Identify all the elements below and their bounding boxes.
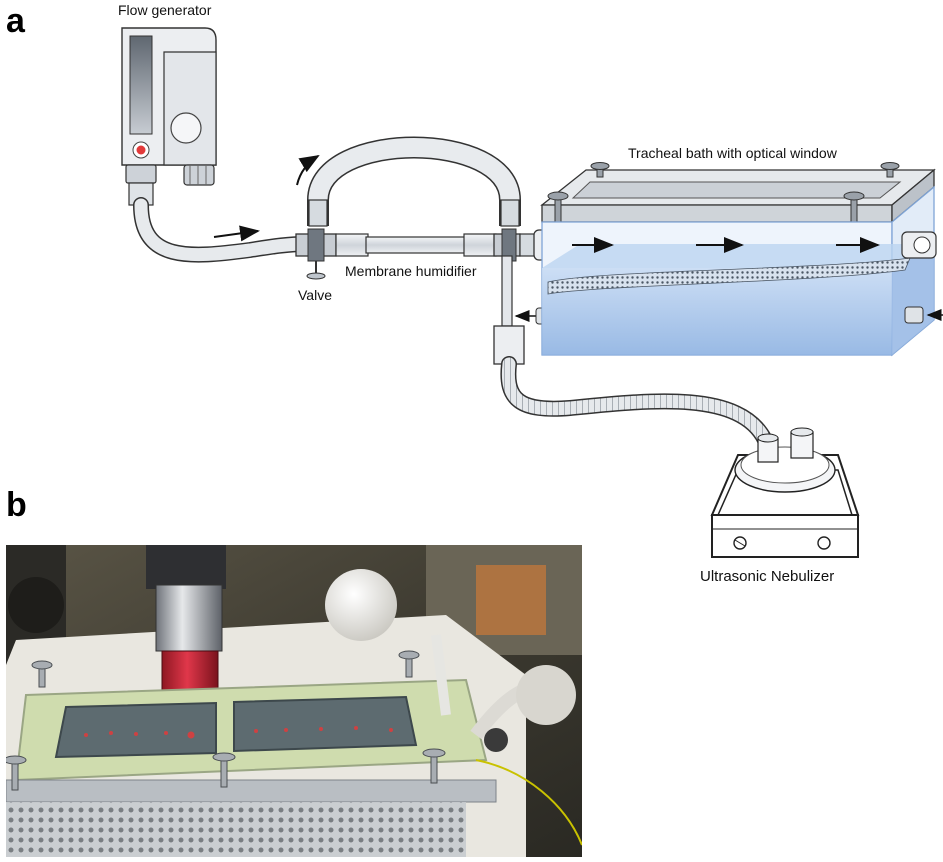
ultrasonic-nebulizer-label: Ultrasonic Nebulizer: [700, 568, 835, 585]
valve-label: Valve: [298, 287, 332, 303]
setup-photograph: [6, 545, 582, 857]
lid-screws: [547, 162, 900, 226]
setup-schematic: [121, 27, 943, 558]
tracheal-bath-label: Tracheal bath with optical window: [628, 145, 837, 161]
bypass-arrow: [296, 154, 320, 186]
tracheal-bath: [540, 162, 943, 357]
panel-letter-a: a: [6, 2, 25, 40]
valve: [295, 228, 337, 280]
membrane-humidifier-label: Membrane humidifier: [345, 263, 477, 279]
ultrasonic-nebulizer: [710, 427, 860, 558]
panel-letter-b: b: [6, 486, 27, 524]
flow-generator: [121, 27, 217, 206]
flow-generator-label: Flow generator: [118, 2, 212, 18]
membrane-humidifier: [335, 228, 521, 262]
power-indicator-icon: [136, 145, 146, 155]
flow-arrow: [213, 225, 260, 242]
